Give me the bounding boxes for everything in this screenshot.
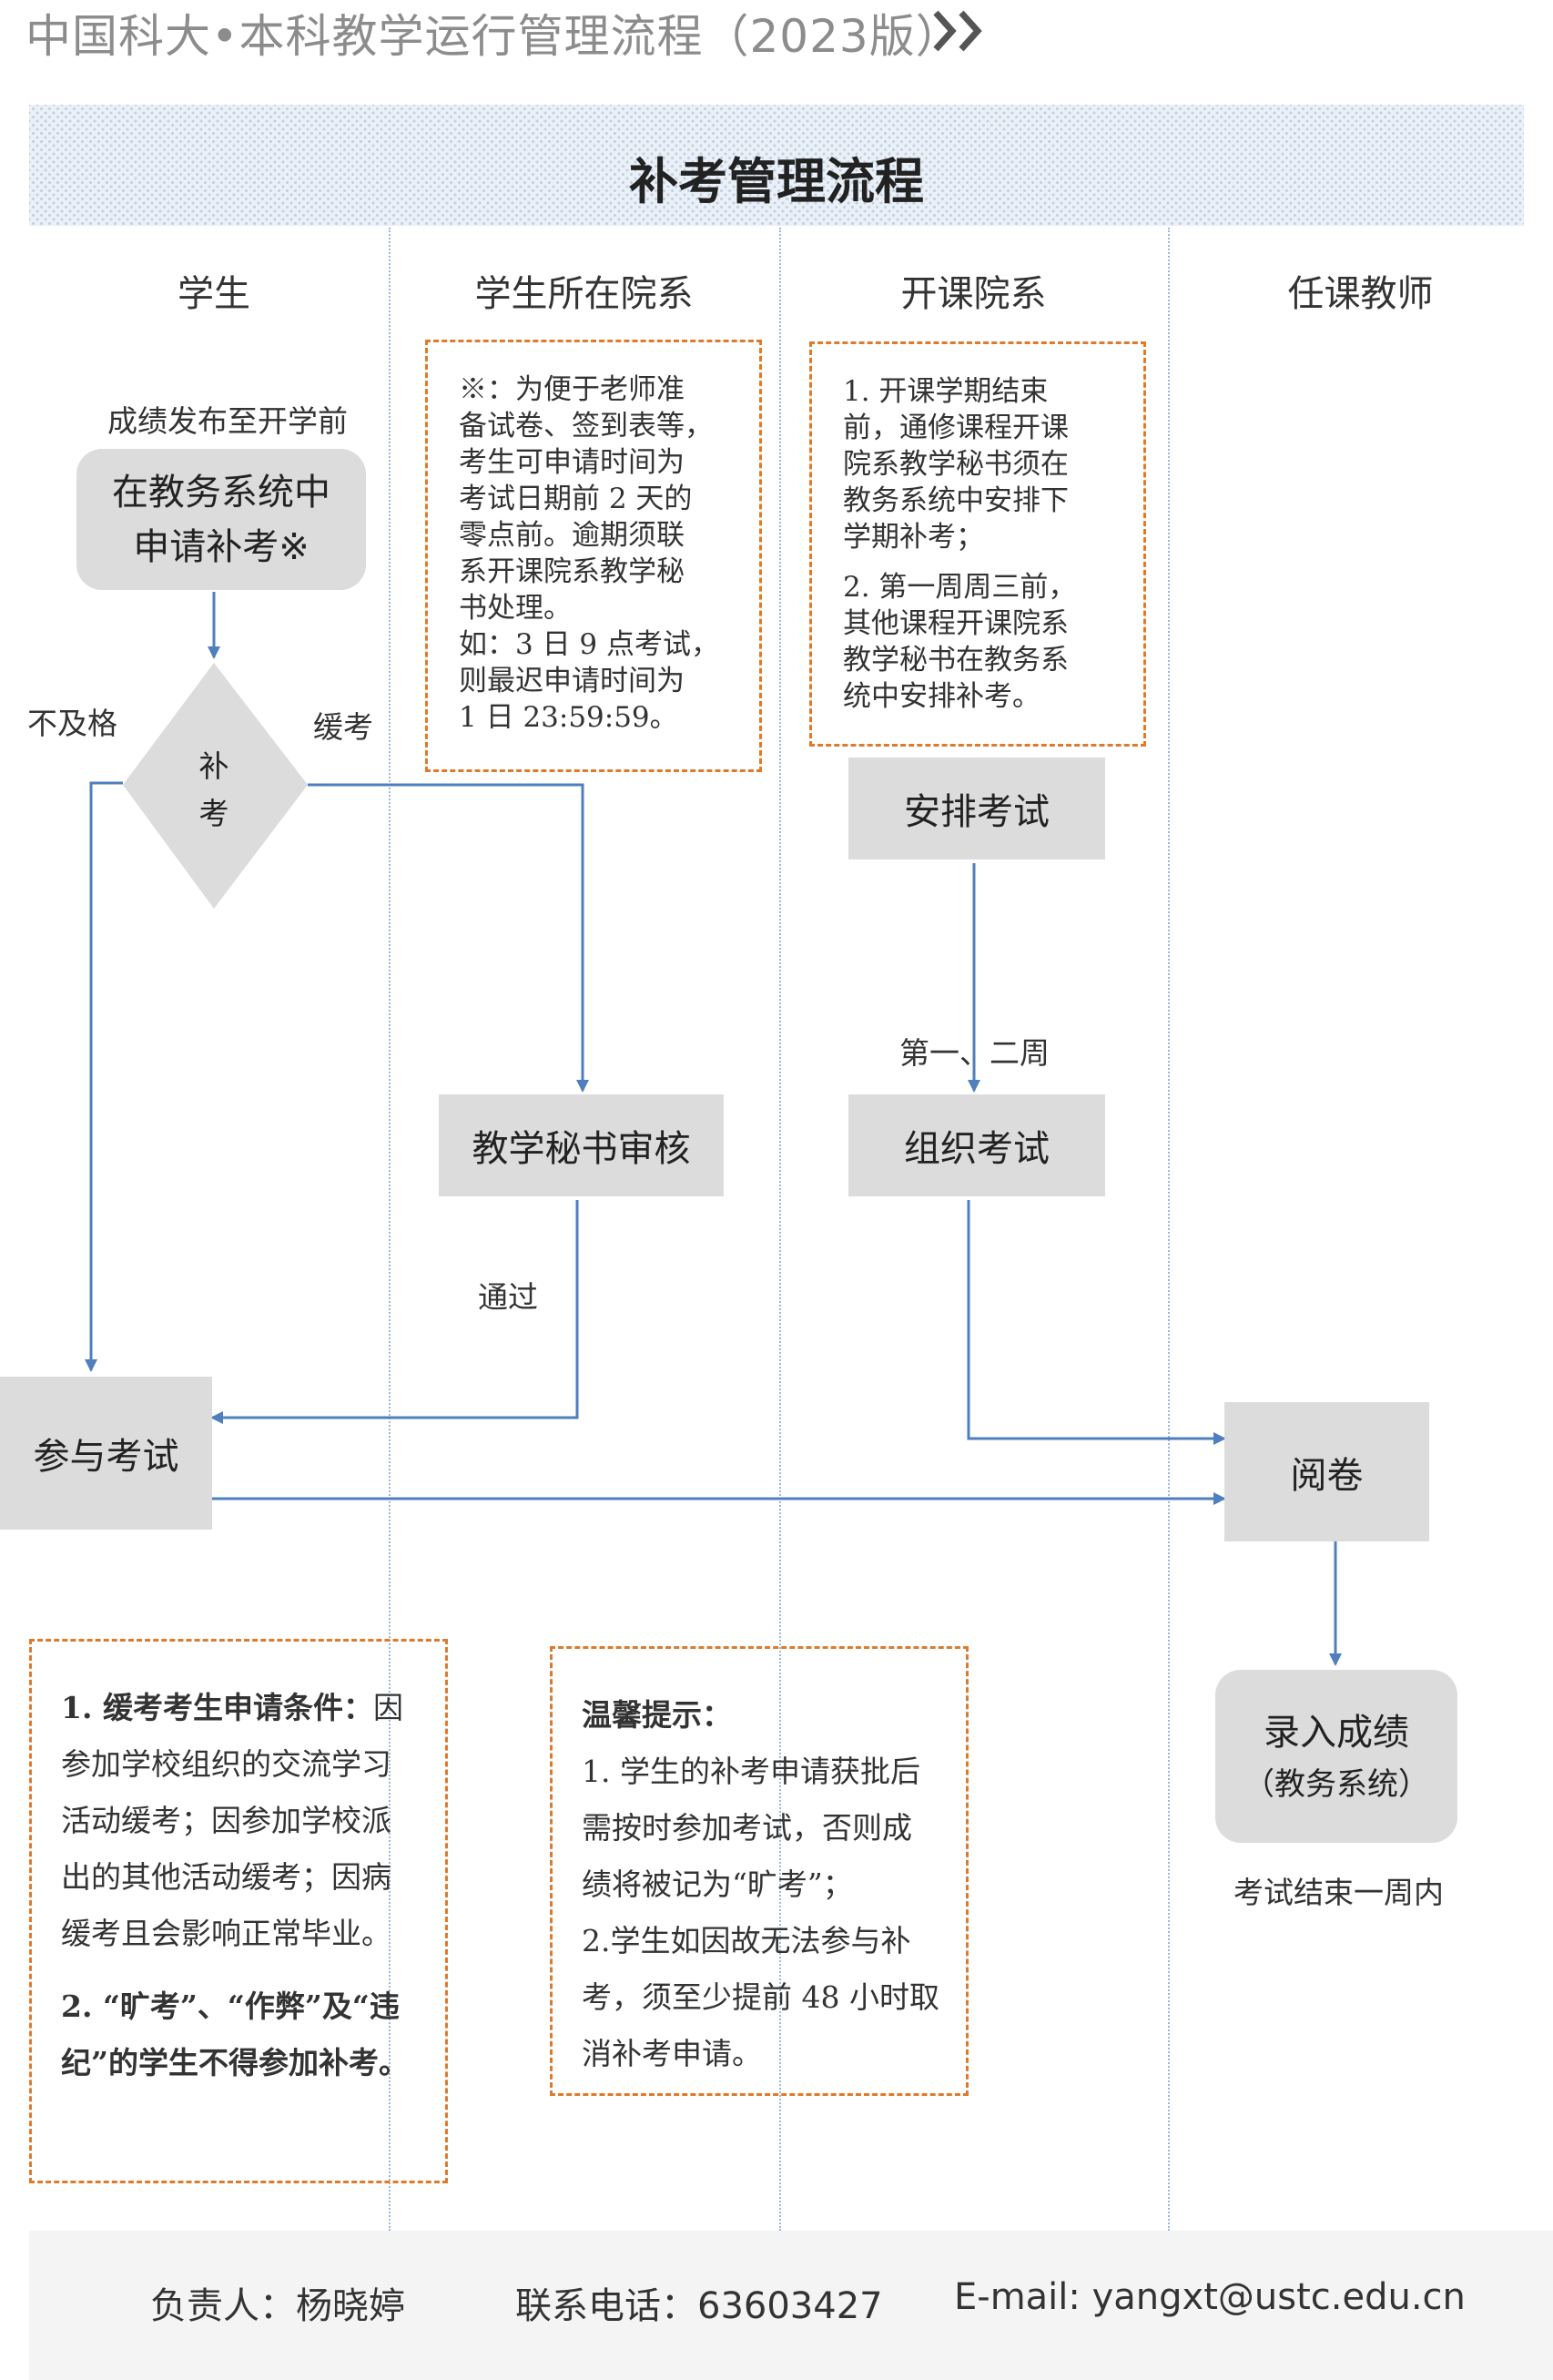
record-grades-node: 录入成绩 （教务系统）	[1215, 1670, 1457, 1843]
apply-line-1: 在教务系统中	[112, 471, 330, 514]
apply-time-note: ※：为便于老师准 备试卷、签到表等， 考生可申请时间为 考试日期前 2 天的 零…	[425, 340, 762, 772]
tips-title: 温馨提示：	[582, 1697, 732, 1733]
footer-email[interactable]: E-mail: yangxt@ustc.edu.cn	[954, 2276, 1466, 2318]
arrange-exam-node: 安排考试	[848, 758, 1105, 859]
lane-header-student: 学生	[178, 273, 250, 315]
grading-node: 阅卷	[1224, 1402, 1429, 1541]
secretary-review-node: 教学秘书审核	[439, 1094, 724, 1196]
apply-line-2: 申请补考※	[133, 525, 310, 568]
record-line-2: （教务系统）	[1243, 1766, 1429, 1803]
decision-label: 补 考	[198, 748, 229, 831]
record-line-1: 录入成绩	[1264, 1712, 1409, 1754]
lane-divider	[779, 228, 781, 2231]
pass-label: 通过	[478, 1279, 538, 1315]
apply-makeup-node: 在教务系统中 申请补考※	[76, 449, 366, 590]
header-title: 中国科大•本科教学运行管理流程（2023版）	[25, 10, 962, 63]
organize-exam-node: 组织考试	[848, 1094, 1105, 1196]
lane-divider	[1168, 228, 1170, 2231]
tips-note: 温馨提示： 1. 学生的补考申请获批后 需按时参加考试，否则成 绩将被记为“旷考…	[550, 1646, 969, 2096]
arrow-defer-to-review	[308, 783, 589, 1093]
apply-caption: 成绩发布至开学前	[107, 403, 348, 439]
take-exam-node: 参与考试	[0, 1377, 212, 1530]
footer-phone: 联系电话：63603427	[515, 2285, 883, 2327]
lane-divider	[389, 228, 391, 2231]
week-label: 第一、二周	[899, 1035, 1050, 1071]
arrow-organize-to-grade	[967, 1200, 1226, 1445]
title-banner	[29, 105, 1524, 226]
arrow-review-to-exam	[210, 1200, 579, 1424]
decision-diamond	[123, 663, 308, 909]
schedule-note: 1. 开课学期结束 前，通修课程开课 院系教学秘书须在 教务系统中安排下 学期补…	[809, 341, 1146, 747]
conditions-note: 1. 缓考考生申请条件：因 参加学校组织的交流学习 活动缓考；因参加学校派 出的…	[29, 1639, 448, 2183]
arrow-fail-to-exam	[85, 781, 123, 1372]
branch-label-defer: 缓考	[313, 709, 373, 745]
lane-header-teacher: 任课教师	[1287, 273, 1434, 315]
footer-owner: 负责人：杨晓婷	[150, 2285, 405, 2327]
double-chevron-icon	[933, 10, 982, 52]
lane-header-student-dept: 学生所在院系	[474, 273, 694, 315]
lane-header-course-dept: 开课院系	[900, 273, 1047, 315]
branch-label-fail: 不及格	[27, 706, 117, 741]
contact-footer	[29, 2231, 1553, 2380]
record-caption: 考试结束一周内	[1233, 1875, 1444, 1910]
flow-title: 补考管理流程	[629, 153, 924, 210]
conditions-heading: 1. 缓考考生申请条件：	[61, 1690, 373, 1725]
